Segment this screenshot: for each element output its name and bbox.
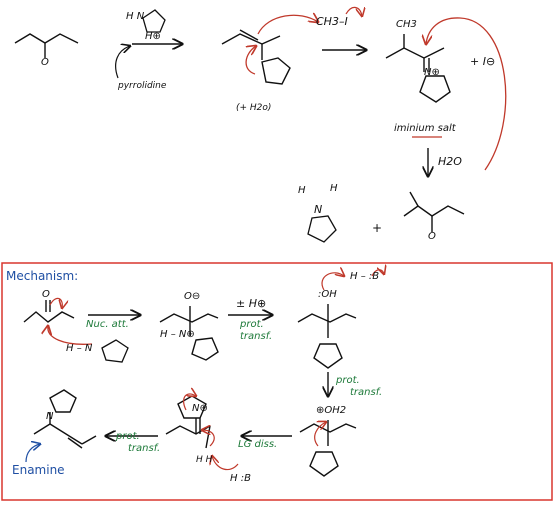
ch3-substituent-label: CH3 [396, 19, 417, 30]
mech-base2-label: H :B [230, 473, 251, 484]
step-prot-transf-1a: prot. [240, 319, 264, 330]
pyrrolidine-nh-label: H N [126, 11, 145, 22]
ammonium-h2-label: H [330, 183, 338, 194]
ammonium-n-label: N [314, 203, 323, 216]
alkene-attack-arrow-red [257, 15, 318, 35]
pyrrolidine-hook-arrow [115, 46, 130, 79]
mech-pyrrolidine-1 [101, 339, 129, 363]
mechanism-border [1, 262, 553, 501]
ketone-product-structure [403, 191, 465, 232]
product-ketone-o-label: O [428, 231, 436, 242]
enamine-product-label: Enamine [12, 463, 65, 477]
mech-carbinolamine-structure [297, 304, 357, 369]
step-nucleophilic-attack-label: Nuc. att. [86, 319, 129, 330]
step-prot-transf-3a: prot. [116, 431, 140, 442]
product-plus-sign: + [372, 221, 383, 235]
step-prot-transf-1b: transf. [240, 331, 273, 342]
acid-catalyst-label: H⊕ [145, 31, 161, 42]
mech-enamine-structure [33, 389, 97, 449]
hydrolysis-arrow-red [426, 17, 507, 171]
mech-hn-plus-label: H – N⊕ [160, 329, 195, 340]
iminium-n-plus-label: N⊕ [424, 67, 440, 78]
enamine-push-arrow-red [245, 46, 256, 75]
pyrrolidine-structure [142, 9, 166, 33]
iodide-ion-label: + I⊖ [470, 55, 496, 68]
enamine-label-arrow-blue [25, 444, 40, 463]
mech-iminium-arrow-red [183, 394, 196, 411]
mech-oh2-label: ⊕OH2 [316, 405, 347, 416]
mech-leaving-group-arrow-red [314, 422, 326, 447]
mech-oxonium-structure [299, 420, 357, 477]
mech-enamine-n-label: N [46, 411, 54, 422]
water-byproduct-label: (+ H2o) [236, 103, 272, 113]
iodide-leave-arrow-red [345, 7, 362, 16]
pyrrolidine-name-label: pyrrolidine [118, 81, 167, 91]
mech-carbonyl-arrow-red [49, 297, 62, 308]
mech-oh-protonation-arrow-red [321, 273, 344, 291]
mech-o-minus-label: O⊖ [184, 291, 201, 302]
methyl-iodide-label: CH3–I [316, 15, 348, 28]
mech-base1-label: H – :B [350, 271, 380, 282]
mech-iminium-n-plus-label: N⊕ [192, 403, 208, 414]
mech-base-arrow-red [371, 270, 384, 276]
step-prot-transf-3b: transf. [128, 443, 161, 454]
mech-ketone-structure [23, 300, 75, 323]
step-prot-transf-2a: prot. [336, 375, 360, 386]
step-proton-label: ± H⊕ [236, 297, 267, 310]
ammonium-h1-label: H [298, 185, 306, 196]
mech-oh-label: :OH [318, 289, 337, 300]
step-prot-transf-2b: transf. [350, 387, 383, 398]
mechanism-title: Mechanism: [6, 269, 79, 283]
iminium-salt-structure [385, 34, 451, 103]
pyrrolidinium-product-structure [307, 215, 337, 243]
ketone-structure [14, 33, 79, 58]
ketone-o-label: O [41, 57, 49, 68]
mech-ketone-o-label: O [42, 289, 50, 300]
mech-elimination-arrow-red [212, 456, 239, 471]
mech-hh-label: H H [196, 455, 213, 465]
iminium-salt-label: iminium salt [394, 123, 456, 134]
mech-ch-push-arrow-red [202, 430, 215, 447]
mech-nucleophile-arrow-red [48, 326, 93, 345]
mech-amine-hn-label: H – N [66, 343, 93, 354]
enamine-intermediate-structure [221, 29, 291, 85]
mech-tetrahedral-structure [159, 306, 219, 361]
water-reagent-label: H2O [438, 155, 462, 168]
step-lg-dissociation-label: LG diss. [238, 439, 278, 450]
